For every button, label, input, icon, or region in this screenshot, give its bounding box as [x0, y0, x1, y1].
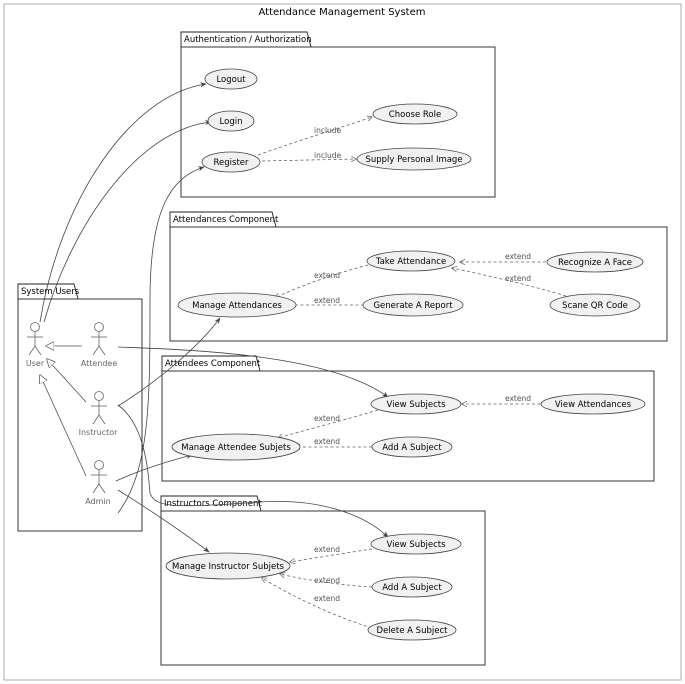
svg-text:Login: Login	[220, 117, 243, 127]
label-extend-4: extend	[505, 274, 531, 283]
svg-text:View Subjects: View Subjects	[386, 400, 446, 410]
actor-attendee[interactable]: Attendee	[81, 322, 118, 369]
package-system-users: System Users	[17, 283, 143, 532]
svg-text:Logout: Logout	[216, 75, 246, 85]
usecase-delete-a-subject[interactable]: Delete A Subject	[367, 619, 457, 641]
usecase-view-attendances[interactable]: View Attendances	[540, 393, 646, 415]
assoc-user-login	[43, 120, 212, 323]
svg-text:View Attendances: View Attendances	[555, 400, 632, 410]
include-register-supply-image	[261, 159, 356, 161]
label-extend-3: extend	[505, 252, 531, 261]
label-extend-10: extend	[314, 594, 340, 603]
svg-text:Supply Personal Image: Supply Personal Image	[365, 155, 462, 165]
usecase-recognize-a-face[interactable]: Recognize A Face	[546, 251, 644, 273]
svg-text:Manage Attendances: Manage Attendances	[192, 301, 282, 311]
label-extend-5: extend	[505, 394, 531, 403]
usecase-generate-a-report[interactable]: Generate A Report	[362, 293, 464, 317]
actor-instructor[interactable]: Instructor	[79, 391, 119, 438]
svg-text:Delete A Subject: Delete A Subject	[377, 626, 449, 636]
usecase-manage-attendances[interactable]: Manage Attendances	[177, 292, 297, 318]
svg-text:Recognize A Face: Recognize A Face	[558, 258, 632, 268]
svg-text:Admin: Admin	[85, 497, 111, 506]
extend-view-subjects-manage-attendee	[278, 409, 379, 438]
extend-take-attendance-manage	[275, 264, 369, 298]
usecase-register[interactable]: Register	[201, 151, 261, 173]
diagram-title: Attendance Management System	[259, 7, 426, 18]
svg-text:Add A Subject: Add A Subject	[382, 583, 442, 593]
actor-admin[interactable]: Admin	[85, 460, 111, 507]
assoc-instructor-manage-attendances	[117, 317, 221, 407]
package-system-users-label: System Users	[21, 287, 80, 297]
usecase-scan-qr-code[interactable]: Scane QR Code	[549, 293, 641, 317]
svg-text:Take Attendance: Take Attendance	[375, 257, 446, 267]
assoc-admin-manage-attendee-subjects	[115, 453, 193, 482]
assoc-user-logout	[39, 82, 207, 323]
usecase-choose-role[interactable]: Choose Role	[372, 103, 458, 125]
usecase-view-subjects-instructor[interactable]: View Subjects	[370, 533, 462, 555]
actor-user[interactable]: User	[26, 322, 45, 369]
package-attendances-label: Attendances Component	[173, 215, 279, 225]
svg-text:Choose Role: Choose Role	[389, 110, 441, 120]
label-extend-7: extend	[314, 437, 340, 446]
svg-text:Manage Attendee Subjets: Manage Attendee Subjets	[181, 443, 291, 453]
include-register-choose-role	[257, 117, 372, 156]
svg-text:Manage Instructor Subjets: Manage Instructor Subjets	[172, 562, 285, 572]
package-attendances: Attendances Component	[169, 211, 668, 342]
usecase-manage-attendee-subjects[interactable]: Manage Attendee Subjets	[171, 433, 301, 461]
usecase-login[interactable]: Login	[207, 110, 255, 132]
svg-text:Register: Register	[214, 158, 250, 168]
svg-text:Generate A Report: Generate A Report	[373, 301, 453, 311]
label-extend-9: extend	[314, 576, 340, 585]
usecase-supply-personal-image[interactable]: Supply Personal Image	[356, 147, 472, 171]
assoc-attendee-view-subjects	[117, 346, 389, 398]
extend-add-subject-manage-instructor	[280, 574, 373, 588]
label-extend-6: extend	[314, 414, 340, 423]
package-auth-label: Authentication / Authorization	[184, 35, 312, 45]
assoc-instructor-view-subjects	[117, 404, 389, 538]
usecase-view-subjects-attendee[interactable]: View Subjects	[370, 393, 462, 415]
usecase-add-a-subject-instructor[interactable]: Add A Subject	[371, 576, 453, 598]
svg-text:User: User	[26, 359, 45, 368]
generalization-admin-user	[40, 375, 87, 477]
extend-view-subjects-manage-instructor	[290, 548, 373, 562]
assoc-admin-manage-instructor-subjects	[117, 489, 210, 553]
extend-scan-qr-take-attendance	[452, 268, 567, 297]
svg-text:Attendee: Attendee	[81, 359, 118, 368]
label-extend-1: extend	[314, 271, 340, 280]
svg-text:Scane QR Code: Scane QR Code	[562, 301, 628, 311]
label-extend-2: extend	[314, 296, 340, 305]
svg-text:View Subjects: View Subjects	[386, 540, 446, 550]
package-attendees: Attendees Component	[161, 355, 655, 482]
assoc-admin-register	[117, 166, 205, 514]
package-instructors-label: Instructors Component	[164, 499, 262, 509]
outer-frame	[3, 3, 682, 681]
usecase-logout[interactable]: Logout	[204, 68, 258, 90]
package-attendees-label: Attendees Component	[165, 359, 261, 369]
usecase-manage-instructor-subjects[interactable]: Manage Instructor Subjets	[165, 552, 291, 580]
generalization-instructor-user	[47, 359, 87, 403]
svg-text:Instructor: Instructor	[79, 428, 119, 437]
label-include-1: include	[314, 126, 342, 135]
svg-text:Add A Subject: Add A Subject	[382, 443, 442, 453]
usecase-add-a-subject-attendee[interactable]: Add A Subject	[371, 436, 453, 458]
label-extend-8: extend	[314, 545, 340, 554]
usecase-take-attendance[interactable]: Take Attendance	[366, 250, 456, 272]
label-include-2: include	[314, 151, 342, 160]
